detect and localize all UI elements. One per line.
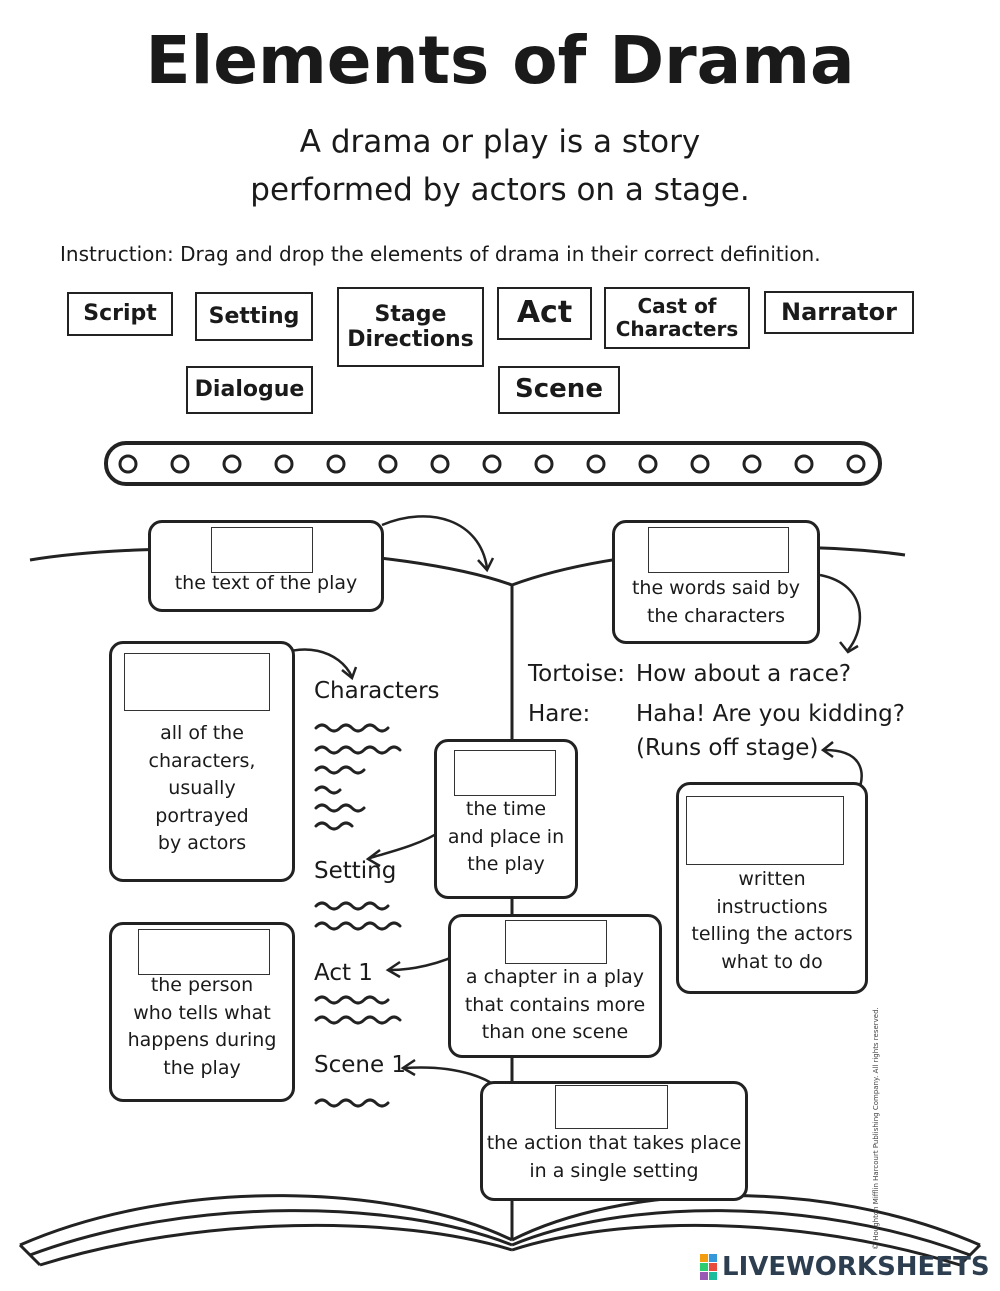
film-strip-hole <box>846 454 866 474</box>
definition-stage-directions: written instructions telling the actors … <box>691 868 853 973</box>
film-strip-hole <box>378 454 398 474</box>
book-bottom-pages <box>18 1194 982 1267</box>
brand-text: LIVEWORKSHEETS <box>722 1252 990 1282</box>
chip-script[interactable]: Script <box>67 292 173 336</box>
instruction-text: Instruction: Drag and drop the elements … <box>60 242 821 266</box>
book-label-scene: Scene 1 <box>314 1052 407 1078</box>
chip-setting[interactable]: Setting <box>195 292 313 341</box>
book-label-characters: Characters <box>314 678 440 704</box>
film-strip-hole <box>118 454 138 474</box>
subtitle-line-1: A drama or play is a story <box>299 124 701 160</box>
drop-slot-script[interactable] <box>211 527 313 573</box>
drop-slot-cast-of-characters[interactable] <box>124 653 270 711</box>
drop-slot-stage-directions[interactable] <box>686 796 844 865</box>
chip-cast-of-characters[interactable]: Cast of Characters <box>604 287 750 349</box>
book-label-act: Act 1 <box>314 960 373 986</box>
drop-slot-scene[interactable] <box>555 1085 668 1129</box>
definition-cast-of-characters: all of the characters, usually portrayed… <box>148 722 256 855</box>
film-strip-hole <box>534 454 554 474</box>
film-strip-hole <box>326 454 346 474</box>
chip-dialogue[interactable]: Dialogue <box>186 366 313 414</box>
subtitle-line-2: performed by actors on a stage. <box>250 172 750 208</box>
film-strip-hole <box>170 454 190 474</box>
chip-label: Cast of Characters <box>615 294 739 341</box>
film-strip-hole <box>430 454 450 474</box>
drop-slot-setting[interactable] <box>454 750 556 796</box>
dialogue-speaker-hare: Hare: <box>528 701 591 727</box>
dialogue-stage-direction: (Runs off stage) <box>636 735 819 761</box>
chip-label: Narrator <box>781 297 897 326</box>
film-strip-hole <box>638 454 658 474</box>
definition-narrator: the person who tells what happens during… <box>127 974 277 1079</box>
handwriting-squiggles <box>314 723 402 1108</box>
liveworksheets-icon <box>700 1254 718 1280</box>
chip-act[interactable]: Act <box>497 287 592 340</box>
chip-label: Scene <box>515 374 603 405</box>
chip-label: Script <box>83 301 157 327</box>
film-strip <box>104 441 882 486</box>
film-strip-hole <box>690 454 710 474</box>
drop-slot-act[interactable] <box>505 920 607 964</box>
page-title: Elements of Drama <box>145 22 855 99</box>
definition-script: the text of the play <box>174 572 358 594</box>
film-strip-hole <box>742 454 762 474</box>
book-label-setting: Setting <box>314 858 397 884</box>
definition-scene: the action that takes place in a single … <box>486 1132 742 1182</box>
chip-label: Stage Directions <box>347 301 474 352</box>
chip-stage-directions[interactable]: Stage Directions <box>337 287 484 367</box>
chip-narrator[interactable]: Narrator <box>764 291 914 334</box>
film-strip-hole <box>794 454 814 474</box>
film-strip-hole <box>586 454 606 474</box>
chip-scene[interactable]: Scene <box>498 366 620 414</box>
definition-dialogue: the words said by the characters <box>631 577 801 627</box>
chip-label: Setting <box>208 303 300 329</box>
film-strip-holes <box>118 454 866 474</box>
copyright-notice: © Houghton Mifflin Harcourt Publishing C… <box>872 1007 880 1250</box>
drop-slot-dialogue[interactable] <box>648 527 789 573</box>
definition-act: a chapter in a play that contains more t… <box>464 966 646 1044</box>
film-strip-hole <box>222 454 242 474</box>
dialogue-line-2: Haha! Are you kidding? <box>636 701 905 727</box>
film-strip-hole <box>482 454 502 474</box>
liveworksheets-logo: LIVEWORKSHEETS <box>700 1252 990 1282</box>
film-strip-hole <box>274 454 294 474</box>
dialogue-line-1: How about a race? <box>636 661 852 687</box>
definition-setting: the time and place in the play <box>447 798 565 876</box>
drop-slot-narrator[interactable] <box>138 929 270 975</box>
chip-label: Dialogue <box>194 377 305 403</box>
chip-label: Act <box>516 295 573 331</box>
dialogue-speaker-tortoise: Tortoise: <box>528 661 626 687</box>
